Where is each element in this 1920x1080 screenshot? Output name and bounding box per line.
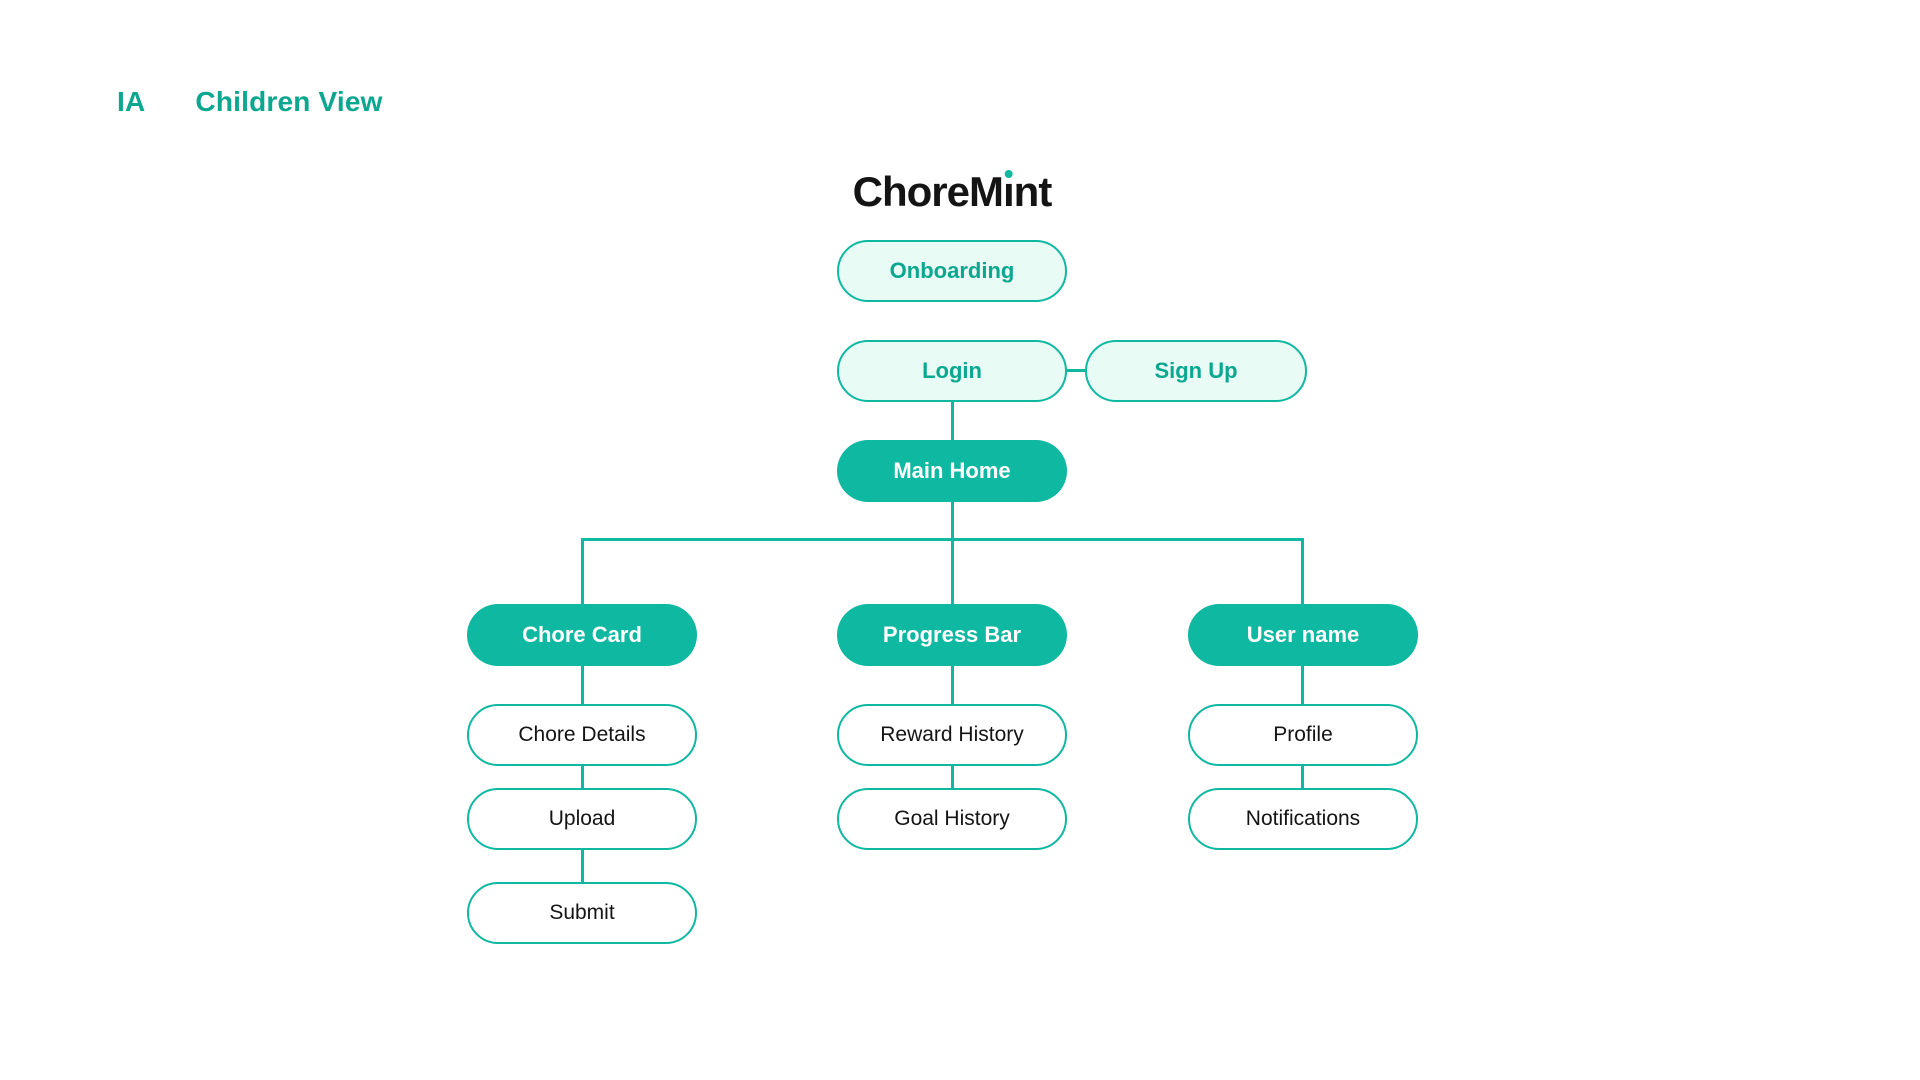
connector-username-profile bbox=[1301, 666, 1304, 704]
node-notifications: Notifications bbox=[1188, 788, 1418, 850]
page-title: IA Children View bbox=[117, 86, 383, 118]
connector-login-signup bbox=[1067, 369, 1085, 372]
node-login: Login bbox=[837, 340, 1067, 402]
connector-chorecard-choredetails bbox=[581, 666, 584, 704]
connector-mainhome-bus bbox=[951, 502, 954, 538]
logo-i-dot bbox=[1004, 170, 1013, 178]
node-onboarding: Onboarding bbox=[837, 240, 1067, 302]
connector-progressbar-rewardhistory bbox=[951, 666, 954, 704]
node-sign-up: Sign Up bbox=[1085, 340, 1307, 402]
node-chore-card: Chore Card bbox=[467, 604, 697, 666]
connector-bus-username bbox=[1301, 538, 1304, 604]
node-profile: Profile bbox=[1188, 704, 1418, 766]
logo-text-before-i: ChoreM bbox=[852, 168, 1004, 215]
node-progress-bar: Progress Bar bbox=[837, 604, 1067, 666]
node-submit: Submit bbox=[467, 882, 697, 944]
node-upload: Upload bbox=[467, 788, 697, 850]
node-chore-details: Chore Details bbox=[467, 704, 697, 766]
connector-bus-chorecard bbox=[581, 538, 584, 604]
connector-bus-progressbar bbox=[951, 541, 954, 604]
connector-login-mainhome bbox=[951, 402, 954, 440]
page-title-prefix: IA bbox=[117, 86, 146, 117]
node-main-home: Main Home bbox=[837, 440, 1067, 502]
page-title-text: Children View bbox=[195, 86, 383, 117]
logo-letter-i: ı bbox=[1003, 168, 1015, 215]
connector-rewardhistory-goalhistory bbox=[951, 766, 954, 788]
connector-choredetails-upload bbox=[581, 766, 584, 788]
node-user-name: User name bbox=[1188, 604, 1418, 666]
node-goal-history: Goal History bbox=[837, 788, 1067, 850]
node-reward-history: Reward History bbox=[837, 704, 1067, 766]
connector-upload-submit bbox=[581, 850, 584, 882]
connector-branch-bus bbox=[581, 538, 1304, 541]
connector-profile-notifications bbox=[1301, 766, 1304, 788]
logo-text-after-i: nt bbox=[1013, 168, 1053, 215]
